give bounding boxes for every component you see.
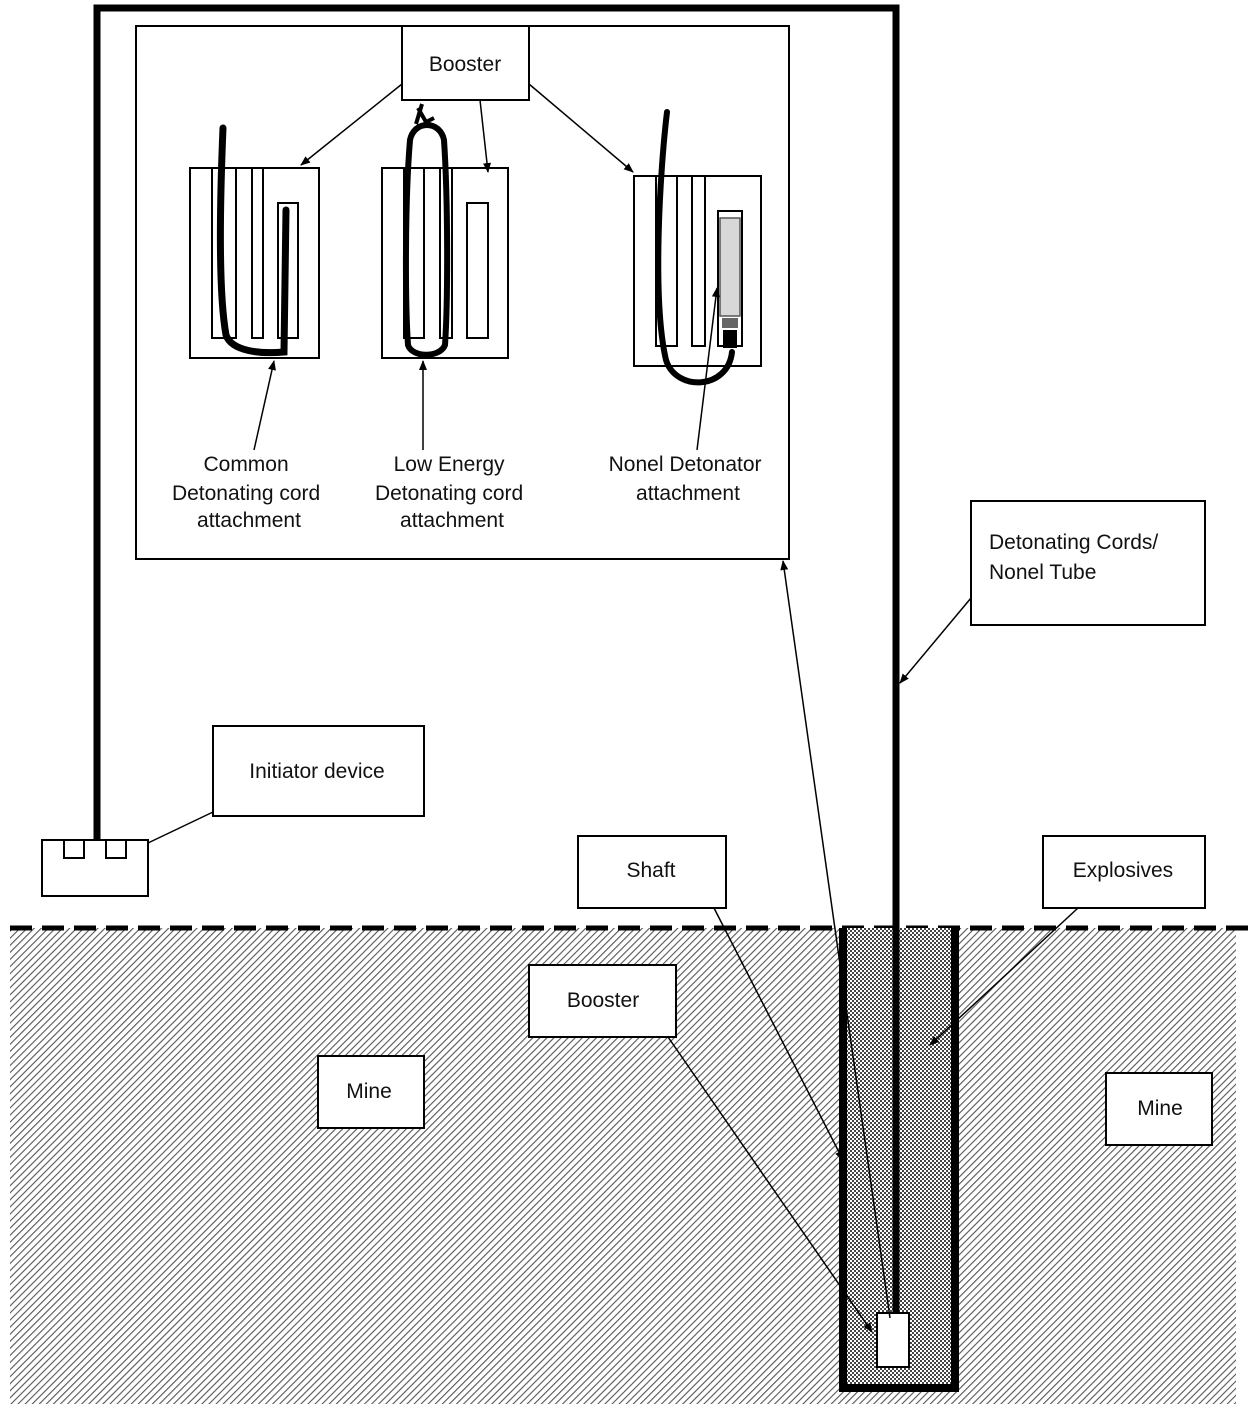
arrow-nonel-label	[696, 287, 720, 451]
explosives-box	[1042, 835, 1206, 909]
nonel-detonator-label: Nonel Detonator attachment	[609, 453, 768, 505]
explosives-label: Explosives	[1073, 859, 1173, 882]
booster-bottom-box	[528, 964, 677, 1038]
shaft-box	[577, 835, 727, 909]
initiator-device-label: Initiator device	[249, 760, 384, 783]
arrow-detonating-cords	[899, 597, 972, 684]
arrow-booster-to-inset	[780, 560, 891, 1319]
arrow-booster-to-nonel	[528, 83, 634, 173]
booster-common-cord	[189, 124, 320, 359]
low-energy-cord-label: Low Energy Detonating cord attachment	[375, 453, 529, 532]
detail-inset-panel	[135, 25, 790, 560]
initiator-terminal-left	[63, 839, 85, 859]
booster-top-label: Booster	[429, 53, 501, 76]
detonating-cords-box	[970, 500, 1206, 626]
detonating-cord-line	[93, 4, 900, 1318]
initiator-device-box	[41, 839, 149, 897]
booster-nonel-detonator	[633, 109, 762, 386]
shaft-label: Shaft	[626, 859, 675, 882]
arrow-booster-to-low-energy	[479, 99, 491, 173]
initiator-device-label-box	[212, 725, 425, 817]
arrow-common-label	[253, 360, 276, 451]
mine-right-label: Mine	[1137, 1097, 1183, 1120]
mine-left-label: Mine	[346, 1080, 392, 1103]
borehole-booster	[876, 1312, 910, 1368]
arrow-explosives	[929, 907, 1079, 1046]
arrow-booster-to-common	[300, 83, 403, 166]
arrow-shaft	[713, 907, 844, 1161]
booster-bottom-label: Booster	[567, 989, 639, 1012]
common-cord-label: Common Detonating cord attachment	[172, 453, 326, 532]
leader-initiator	[147, 811, 214, 844]
detonating-cords-label: Detonating Cords/ Nonel Tube	[989, 531, 1164, 584]
mine-left-box	[317, 1055, 425, 1129]
mine-right-box	[1105, 1072, 1213, 1146]
booster-low-energy-cord	[381, 103, 509, 359]
initiator-terminal-right	[105, 839, 127, 859]
booster-top-box	[401, 25, 530, 101]
arrow-booster-bottom	[667, 1036, 873, 1333]
